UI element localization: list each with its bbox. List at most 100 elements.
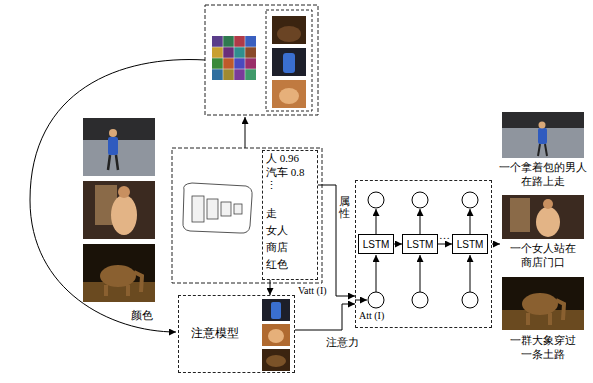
box-title: 注意模型 — [191, 327, 239, 340]
crop-image — [271, 302, 281, 319]
output-photo — [502, 195, 584, 239]
elephant-figure — [134, 272, 142, 292]
attribute-text: 汽车 0.8 — [266, 166, 305, 179]
lstm-label: LSTM — [363, 238, 390, 251]
feature-cell — [212, 47, 223, 58]
connector-arrow — [318, 185, 355, 296]
edge-label: 注意力 — [326, 336, 359, 348]
crop-panel — [266, 10, 312, 111]
arrow-line — [245, 117, 246, 148]
feature-cell — [212, 36, 223, 47]
cnn-layer — [207, 199, 218, 219]
crop-image — [272, 80, 306, 108]
input-photo — [83, 181, 155, 239]
connector-arrow — [270, 280, 271, 295]
feature-cell — [234, 47, 245, 58]
output-photo — [502, 277, 584, 330]
person-figure — [118, 186, 130, 198]
crop-image — [283, 53, 295, 73]
ellipsis-text: … — [439, 229, 450, 242]
feature-panel — [205, 5, 318, 115]
lstm-label: LSTM — [457, 238, 484, 251]
cnn-layer — [192, 196, 204, 222]
photo-ground — [502, 195, 584, 239]
photo-ground — [502, 112, 584, 158]
arrow-line — [420, 255, 421, 292]
crop-image — [272, 16, 306, 44]
person-figure — [538, 128, 547, 144]
person-figure — [109, 129, 117, 137]
feature-cell — [234, 58, 245, 69]
inner-arrows — [355, 209, 500, 300]
feature-cell — [245, 36, 256, 47]
feature-cell — [245, 58, 256, 69]
crop-image — [279, 88, 299, 104]
feature-map — [212, 36, 256, 80]
person-figure — [536, 207, 560, 237]
crop-image — [266, 355, 286, 367]
state-circle — [462, 192, 478, 208]
caption-text: 一个女人站在 商店门口 — [496, 242, 590, 270]
elephant-figure — [528, 313, 550, 325]
attribute-box: 人 0.96汽车 0.8⋮走女人商店红色 — [262, 150, 318, 280]
arrow-line — [420, 209, 421, 234]
cnn-panel — [172, 148, 322, 283]
caption-text: 一个拿着包的男人 在路上走 — [496, 161, 590, 189]
feature-cell — [234, 69, 245, 80]
connector-arrow — [295, 304, 355, 330]
input-circle — [368, 292, 384, 308]
input-circle — [462, 292, 478, 308]
feature-grid — [212, 36, 256, 80]
arrow-line — [470, 255, 471, 292]
person-figure — [539, 122, 546, 129]
crop-image — [277, 26, 301, 42]
input-circle — [412, 292, 428, 308]
state-circle — [412, 192, 428, 208]
lstm-group: …LSTMLSTMLSTM — [355, 180, 492, 328]
shop-door — [510, 198, 530, 232]
feature-cell — [223, 69, 234, 80]
crop-image — [262, 299, 290, 321]
arrow-line — [376, 255, 377, 292]
output-photo — [502, 112, 584, 158]
vector-label: Att (I) — [359, 310, 384, 322]
crop-image — [262, 349, 290, 371]
state-circle — [368, 192, 384, 208]
arrow-line — [376, 209, 377, 234]
attribute-text: ⋮ — [266, 179, 277, 192]
feature-cell — [223, 36, 234, 47]
feature-cell — [245, 47, 256, 58]
crop-image — [268, 329, 284, 343]
input-photo — [83, 118, 155, 176]
arrow-line — [355, 300, 367, 301]
crop-image — [262, 324, 290, 346]
attention-model-box: 注意模型 — [178, 295, 295, 373]
lstm-cell: LSTM — [402, 234, 438, 254]
person-figure — [543, 199, 553, 209]
elephant-figure — [522, 293, 558, 315]
connector-group — [270, 185, 452, 330]
edge-label: 属性 — [339, 195, 350, 219]
attribute-text: 人 0.96 — [266, 152, 299, 165]
lstm-cell: LSTM — [452, 234, 488, 254]
person-figure — [108, 155, 118, 170]
cnn-layer — [234, 204, 242, 214]
colour-curve — [30, 60, 205, 332]
attribute-text: 女人 — [266, 224, 288, 237]
feature-cell — [223, 47, 234, 58]
photo-ground — [83, 118, 155, 140]
vector-label: Vatt (I) — [298, 285, 327, 297]
elephant-figure — [100, 265, 136, 287]
photo-ground — [502, 112, 584, 128]
connector-arrow — [438, 244, 452, 245]
connector-arrow — [394, 244, 402, 245]
feature-cell — [234, 36, 245, 47]
attribute-text: 红色 — [266, 258, 288, 271]
crop-image — [272, 48, 306, 76]
person-figure — [538, 144, 547, 156]
arrow-line — [492, 244, 500, 245]
attribute-text: 走 — [266, 207, 277, 220]
